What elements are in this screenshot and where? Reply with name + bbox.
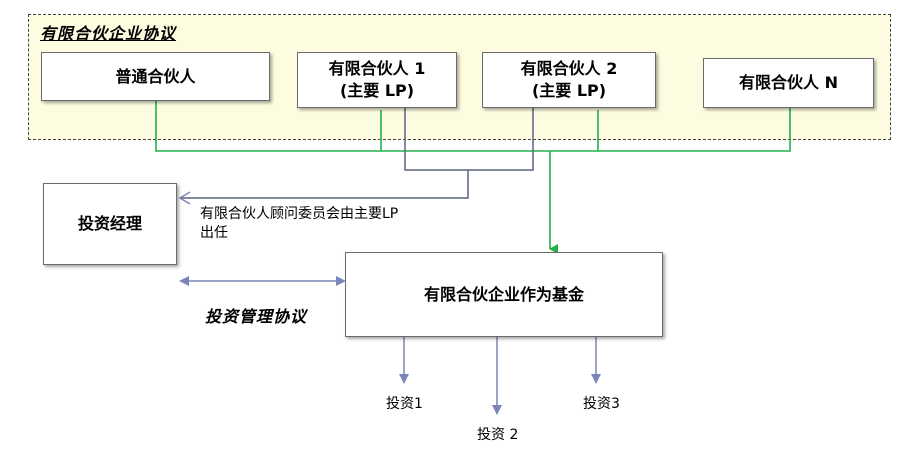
mgmt-agreement-label: 投资管理协议 bbox=[205, 307, 308, 326]
advisory-to-manager-line bbox=[180, 170, 469, 199]
mgmt-arrowhead-left bbox=[179, 276, 189, 286]
mgmt-arrowhead-right bbox=[336, 276, 346, 286]
advisory-committee-note: 有限合伙人顾问委员会由主要LP 出任 bbox=[200, 206, 399, 241]
investment-manager-box: 投资经理 bbox=[43, 183, 177, 265]
lp-agreement-title: 有限合伙企业协议 bbox=[40, 24, 177, 43]
advisory-arrowhead bbox=[178, 191, 191, 205]
fund-box: 有限合伙企业作为基金 bbox=[345, 252, 663, 337]
ownership-lines-green bbox=[155, 101, 791, 254]
limited-partner-2-box: 有限合伙人 2 (主要 LP) bbox=[482, 52, 656, 108]
limited-partner-1-box: 有限合伙人 1 (主要 LP) bbox=[297, 52, 457, 108]
gp-ownership-line bbox=[155, 101, 791, 152]
lp1-advisory-line bbox=[404, 108, 534, 171]
investment-3-label: 投资3 bbox=[583, 396, 620, 412]
investment-1-label: 投资1 bbox=[386, 396, 423, 412]
limited-partner-n-box: 有限合伙人 N bbox=[703, 58, 874, 108]
general-partner-box: 普通合伙人 bbox=[41, 52, 270, 101]
investment-2-label: 投资 2 bbox=[477, 427, 519, 443]
blue-arrows bbox=[178, 191, 601, 415]
advisory-lines bbox=[180, 108, 534, 199]
